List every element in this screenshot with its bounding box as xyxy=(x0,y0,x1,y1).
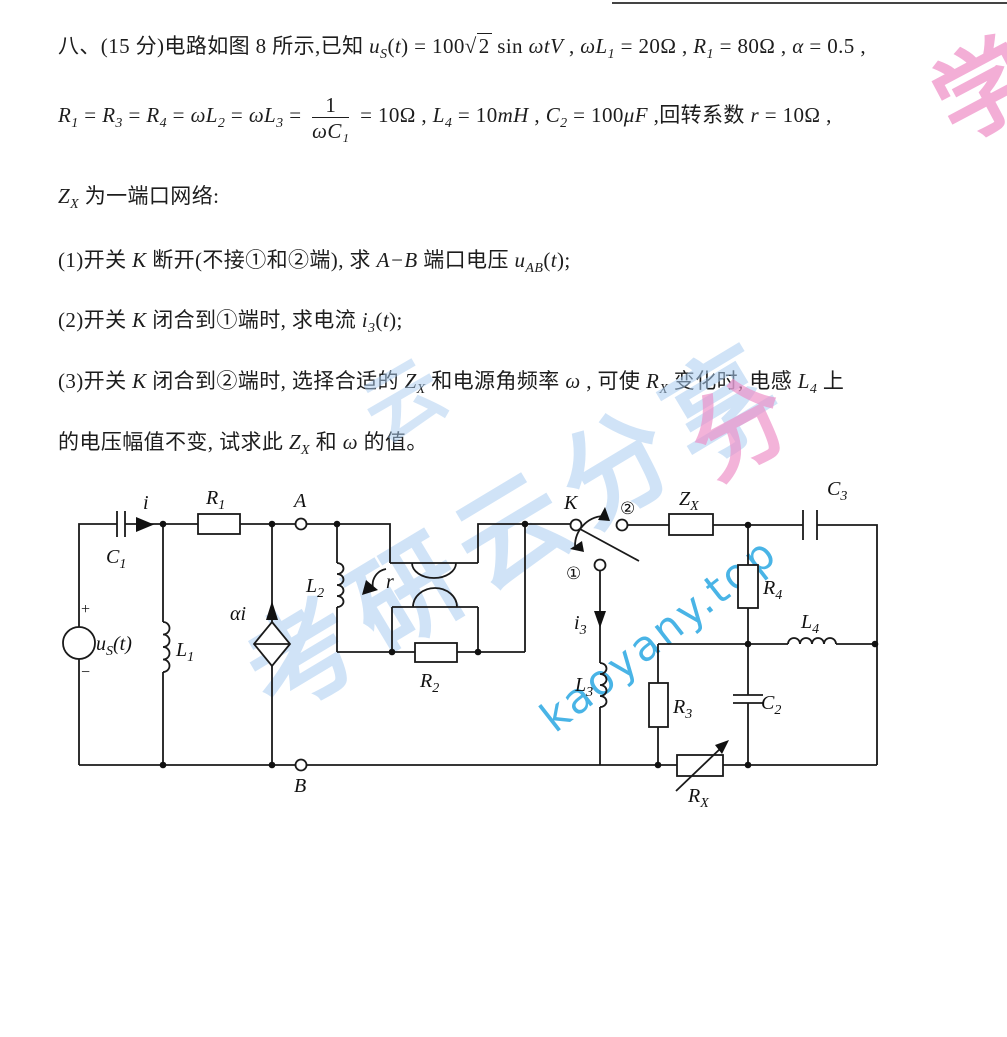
resistor-R1 xyxy=(197,513,241,535)
resistor-RX-arrowhead xyxy=(715,740,729,754)
label-K: K xyxy=(563,492,579,514)
switch-arrowhead-up xyxy=(598,507,610,521)
impedance-ZX xyxy=(668,513,714,536)
label-i3: i3 xyxy=(574,612,587,638)
junction-dots xyxy=(159,520,879,769)
terminal-A xyxy=(294,517,308,531)
inductor-L2 xyxy=(336,562,345,608)
label-terminal-2: ② xyxy=(620,499,635,519)
gyrator-r-arrowhead xyxy=(362,580,378,595)
wire-gyrator xyxy=(337,524,526,653)
problem-line: (3)开关 K 闭合到②端时, 选择合适的 ZX 和电源角频率 ω , 可使 R… xyxy=(58,369,845,397)
capacitor-C1 xyxy=(116,511,126,537)
resistor-R4 xyxy=(737,564,759,609)
label-RX: RX xyxy=(687,785,709,811)
label-B: B xyxy=(294,775,306,797)
label-C2: C2 xyxy=(761,692,781,718)
gyrator-coil-bottom xyxy=(412,587,458,608)
resistor-RX-arrow xyxy=(675,746,723,792)
terminal-B xyxy=(294,758,308,772)
label-L2: L2 xyxy=(305,575,324,601)
label-i: i xyxy=(143,492,149,514)
terminal-2 xyxy=(615,518,629,532)
capacitor-C2 xyxy=(733,694,763,704)
capacitor-C3 xyxy=(802,510,818,540)
label-R4: R4 xyxy=(762,577,782,603)
label-L3: L3 xyxy=(574,674,593,700)
label-us: uS(t) xyxy=(96,633,132,659)
switch-arrowhead-left xyxy=(570,541,584,552)
label-R3: R3 xyxy=(672,696,692,722)
problem-line: (1)开关 K 断开(不接①和②端), 求 A−B 端口电压 uAB(t); xyxy=(58,248,571,276)
resistor-RX xyxy=(676,754,724,777)
wire-top-left xyxy=(78,523,571,765)
label-plus: + xyxy=(81,601,90,618)
label-R1: R1 xyxy=(205,487,225,513)
resistor-R2 xyxy=(414,642,458,663)
label-minus: − xyxy=(81,664,90,681)
label-C1: C1 xyxy=(106,546,126,572)
inductor-L4 xyxy=(787,637,837,645)
switch-blade xyxy=(579,528,640,562)
problem-statement: 八、(15 分)电路如图 8 所示,已知 uS(t) = 100√2 sin ω… xyxy=(0,0,1007,470)
label-A: A xyxy=(292,490,307,512)
problem-line: 的电压幅值不变, 试求此 ZX 和 ω 的值。 xyxy=(58,430,428,458)
gyrator-r-arrow xyxy=(371,568,387,589)
label-ZX: ZX xyxy=(679,488,699,514)
problem-line: (2)开关 K 闭合到①端时, 求电流 i3(t); xyxy=(58,308,403,336)
label-C3: C3 xyxy=(827,478,847,504)
label-L4: L4 xyxy=(800,611,819,637)
current-source-arrow xyxy=(266,601,278,620)
problem-line: 八、(15 分)电路如图 8 所示,已知 uS(t) = 100√2 sin ω… xyxy=(58,33,866,62)
wire-switch-right xyxy=(627,524,878,765)
label-L1: L1 xyxy=(175,639,194,665)
gyrator-coil-top xyxy=(411,562,457,579)
label-ai: αi xyxy=(230,603,246,625)
label-terminal-1: ① xyxy=(566,564,581,584)
current-i-arrow xyxy=(136,517,154,532)
label-R2: R2 xyxy=(419,670,439,696)
voltage-source-us xyxy=(62,626,96,660)
current-i3-arrow xyxy=(594,611,606,628)
switch-swing-arrow xyxy=(574,515,604,547)
label-r: r xyxy=(386,571,394,593)
inductor-L1 xyxy=(162,621,171,673)
page-top-rule xyxy=(612,2,1007,4)
inductor-L3 xyxy=(599,662,608,708)
problem-line: ZX 为一端口网络: xyxy=(58,184,220,212)
terminal-1 xyxy=(593,558,607,572)
switch-K-pivot xyxy=(569,518,583,532)
resistor-R3 xyxy=(648,682,669,728)
